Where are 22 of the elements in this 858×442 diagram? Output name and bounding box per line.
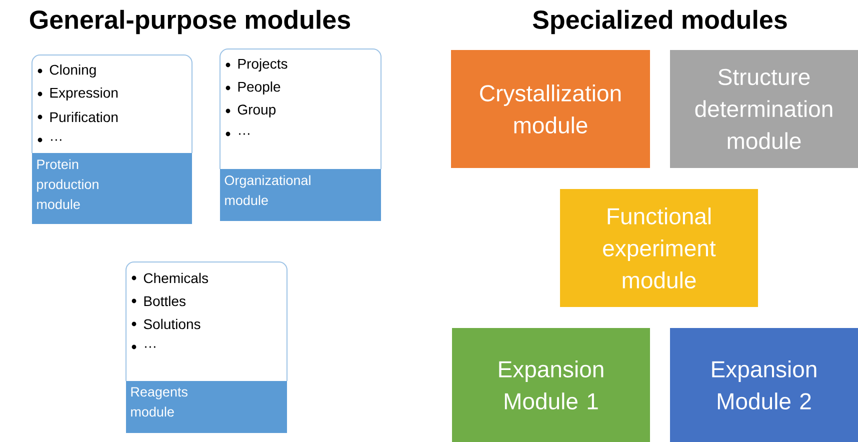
module-box: Expansion Module 1 <box>452 328 650 442</box>
node-label: Cloning <box>50 64 96 78</box>
section-heading: Specialized modules <box>532 10 787 34</box>
node-label: … <box>51 139 62 141</box>
module-card: Cloning Expression Purification … Protein production module <box>32 47 192 224</box>
node-label: People <box>238 81 280 95</box>
module-card: Projects People Group … Organizational module <box>220 41 382 221</box>
module-box: Crystallization module <box>451 50 650 168</box>
node-label: Expression <box>50 87 118 101</box>
node-label: … <box>239 133 250 135</box>
node-label: Purification <box>50 112 118 122</box>
node-label: … <box>145 346 156 348</box>
node-label: Solutions <box>144 318 200 330</box>
module-box: Expansion Module 2 <box>670 328 858 442</box>
node-label: Group <box>238 104 276 118</box>
node-label: Bottles <box>144 296 186 306</box>
module-card: Chemicals Bottles Solutions … Reagents module <box>126 254 288 433</box>
section-heading: General-purpose modules <box>30 10 350 34</box>
node-label: Projects <box>238 58 288 72</box>
module-box: Structure determination module <box>670 50 858 168</box>
module-box: Functional experiment module <box>560 189 758 307</box>
node-label: Chemicals <box>144 272 208 284</box>
